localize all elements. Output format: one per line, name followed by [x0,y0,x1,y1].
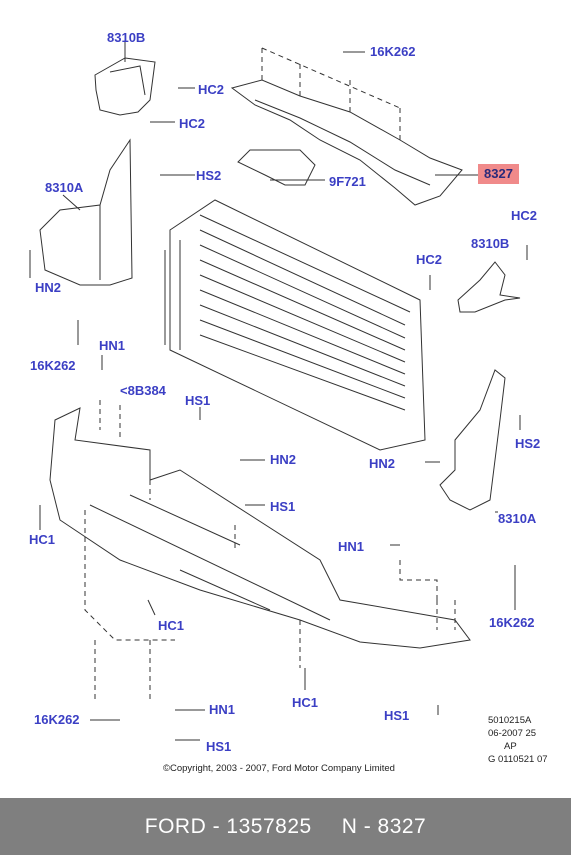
label-16k262-right: 16K262 [489,615,535,630]
drawing-date: 06-2007 25 [488,728,537,739]
label-hn1-a: HN1 [99,338,126,353]
label-hc2-a: HC2 [198,82,225,97]
label-16k262-left: 16K262 [30,358,76,373]
label-hc1-b: HC1 [158,618,185,633]
label-16k262-top: 16K262 [370,44,416,59]
label-hs1-d: HS1 [384,708,410,723]
label-hn2-right: HN2 [369,456,396,471]
drawing-code: AP [504,741,517,752]
label-hc1-a: HC1 [29,532,56,547]
footer-part-number: FORD - 1357825 [144,814,312,838]
label-hs1-b: HS1 [270,499,296,514]
footer-reference: N - 8327 [341,814,427,838]
bracket-9f721-shape [237,149,316,186]
drawing-number: 5010215A [488,715,532,726]
undertray-shape [49,407,471,649]
label-hs1-a: HS1 [185,393,211,408]
exploded-parts-drawing [29,40,528,741]
label-9f721: 9F721 [329,174,366,189]
label-hn1-b: HN1 [338,539,365,554]
label-hc2-b: HC2 [179,116,206,131]
label-8b384: <8B384 [120,383,166,398]
air-guide-8310a-left-shape [39,138,133,286]
label-hn2-mid: HN2 [270,452,297,467]
drawing-id: G 0110521 07 [488,754,548,765]
label-hn1-c: HN1 [209,702,236,717]
label-hs2-b: HS2 [515,436,541,451]
label-hn2-left: HN2 [35,280,62,295]
footer-bar: FORD - 1357825 N - 8327 [0,798,571,855]
label-8310a-left: 8310A [45,180,84,195]
label-16k262-bottom-left: 16K262 [34,712,80,727]
label-8310b-top: 8310B [107,30,146,45]
label-8327-highlight: 8327 [478,164,519,184]
label-8310a-right: 8310A [498,511,537,526]
label-hc1-c: HC1 [292,695,319,710]
label-hc2-d: HC2 [416,252,443,267]
label-8310b-right: 8310B [471,236,510,251]
label-hc2-c: HC2 [511,208,538,223]
air-guide-8310b-right-shape [457,261,521,313]
parts-diagram: 8310B 16K262 HC2 HC2 HS2 9F721 8327 8310… [29,30,548,775]
label-hs2-a: HS2 [196,168,222,183]
radiator-shape [169,199,426,451]
label-hs1-c: HS1 [206,739,232,754]
air-guide-8310b-top-shape [94,57,156,116]
air-guide-8310a-right-shape [439,369,506,511]
drawing-reference-block: 5010215A 06-2007 25 AP G 0110521 07 [488,714,548,766]
copyright-notice: ©Copyright, 2003 - 2007, Ford Motor Comp… [163,763,395,774]
